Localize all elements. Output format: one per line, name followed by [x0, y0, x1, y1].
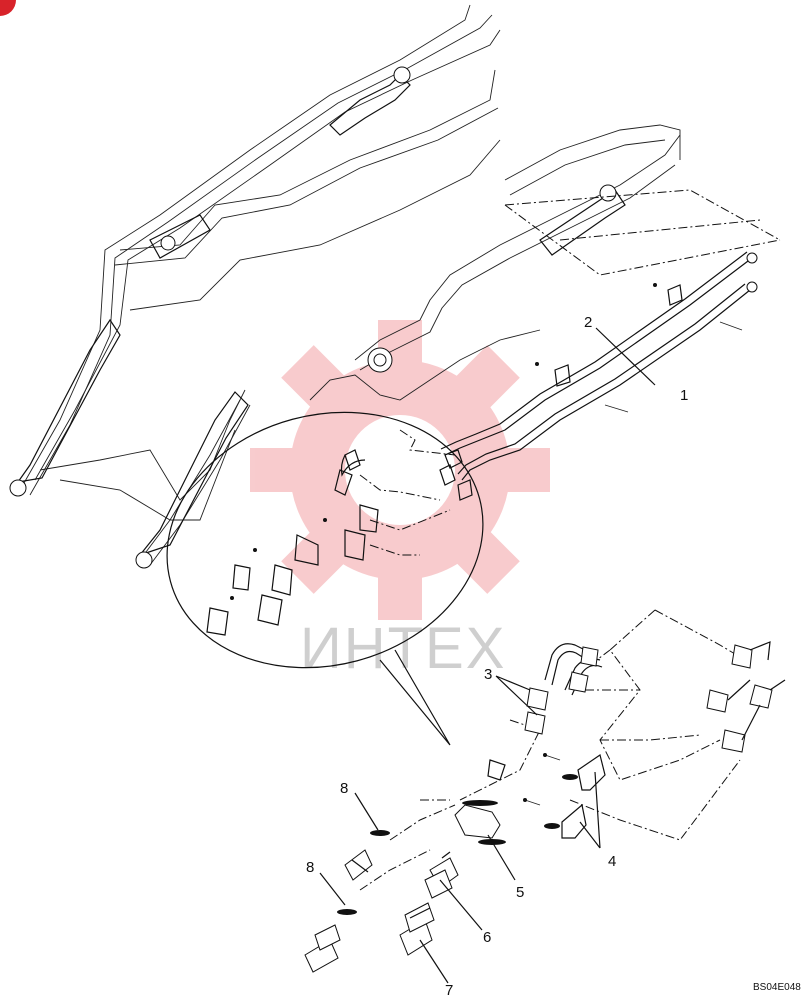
right-side-fittings [706, 641, 786, 753]
upper-cluster-fittings [206, 449, 473, 636]
tube-part-1 [457, 281, 758, 481]
detail-pointer [379, 649, 451, 746]
leader-lines [319, 327, 656, 984]
callout-7: 7 [445, 982, 453, 999]
callout-5: 5 [516, 884, 524, 901]
callout-8-lower: 8 [306, 859, 314, 876]
callout-4: 4 [608, 853, 616, 870]
coupler-left-lower [304, 909, 357, 973]
callout-2: 2 [584, 314, 592, 331]
callout-3: 3 [484, 666, 492, 683]
upper-boundary-lines [359, 189, 781, 556]
watermark-text: ИНТЕХ [300, 616, 506, 681]
callout-6: 6 [483, 929, 491, 946]
bulkhead-part-5 [454, 759, 506, 845]
coupler-part-6 [424, 851, 459, 899]
coupler-part-7 [399, 902, 435, 956]
bracket-part-4 [523, 753, 606, 839]
loader-arm-frame [9, 4, 681, 569]
tube-part-2 [440, 251, 758, 456]
coupler-left-upper [344, 830, 390, 881]
detail-zoom-ellipse [166, 411, 484, 669]
reference-code: BS04E048 [753, 982, 801, 993]
corner-badge [0, 0, 16, 16]
watermark-gear-icon [250, 320, 550, 620]
tube-clamp-hardware [535, 283, 743, 413]
elbow-fittings-part-3 [524, 643, 603, 735]
callout-8-upper: 8 [340, 780, 348, 797]
callout-1: 1 [680, 387, 688, 404]
